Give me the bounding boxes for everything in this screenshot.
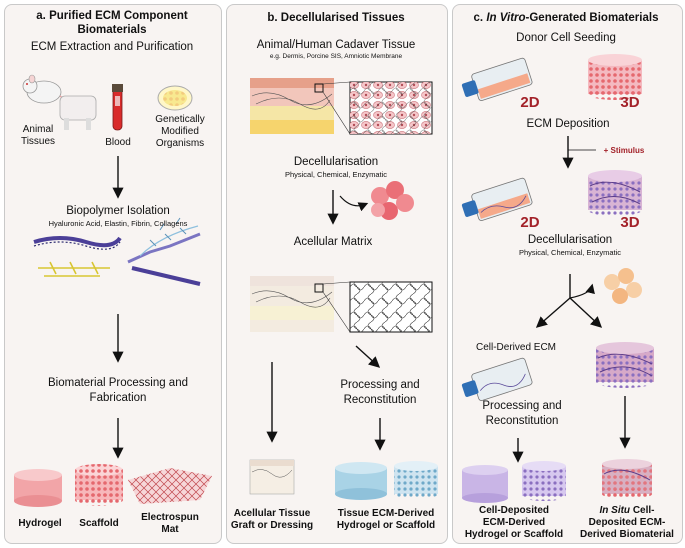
label-2d-seeding: 2D: [520, 94, 540, 111]
cell-cluster-b: [371, 181, 414, 220]
tissue-zoom-cells: [349, 81, 433, 135]
ecm-deposition: ECM Deposition: [526, 118, 610, 130]
tissues-label: Tissues: [20, 136, 56, 147]
hydrogel-label: Hydrogel: [18, 518, 62, 529]
scaffold-3d-seeding: [588, 54, 642, 100]
acellular-zoom-fibres: [349, 281, 433, 333]
cell-cluster-c: [604, 268, 642, 304]
flask-2d-deposition: [461, 177, 533, 221]
decell-label-b: Decellularisation: [293, 156, 379, 168]
gmo-label-2: Modified: [161, 126, 199, 137]
cell-ecm-label-1: Cell-Deposited: [478, 505, 550, 516]
electrospun-label-1: Electrospun: [141, 512, 199, 523]
in-situ-biomaterial-disc: [602, 459, 652, 499]
electrospun-mat: [128, 468, 212, 504]
cell-ecm-hydrogel-disc: [462, 465, 508, 503]
petri-dish-icon: [157, 85, 193, 111]
label-3d-seeding: 3D: [620, 94, 640, 111]
flask-2d-seeding: [461, 57, 533, 101]
scaffold-disc-a: [75, 464, 123, 506]
scaffold-label: Scaffold: [79, 518, 119, 529]
processing-line2: Fabrication: [89, 392, 147, 404]
skin-tissue-block: [250, 78, 351, 135]
gmo-label-3: Organisms: [155, 138, 205, 149]
blood-label: Blood: [105, 137, 131, 148]
cadaver-tissue: Animal/Human Cadaver Tissue: [256, 39, 416, 51]
cell-ecm-label-2: ECM-Derived: [482, 517, 546, 528]
decell-label-c: Decellularisation: [527, 234, 613, 246]
scaffold-3d-deposition: [588, 170, 642, 216]
electrospun-label-2: Mat: [161, 524, 179, 535]
stimulus-label: + Stimulus: [603, 146, 645, 155]
tissue-hydrogel-disc: [335, 462, 387, 500]
processing-c-line2: Reconstitution: [485, 415, 559, 427]
pig-icon: [59, 95, 97, 130]
blood-tube-icon: [112, 84, 123, 131]
decell-methods-b: Physical, Chemical, Enzymatic: [284, 170, 388, 179]
processing-c-line1: Processing and: [482, 400, 562, 412]
in-situ-label-2: Deposited ECM-: [588, 517, 666, 528]
biopolymer-fibres: [33, 217, 201, 286]
in-situ-label-1: In Situ Cell-: [599, 505, 655, 516]
hydrogel-disc-a: [14, 469, 62, 507]
label-2d-deposition: 2D: [520, 214, 540, 231]
biopolymer-list: Hyaluronic Acid, Elastin, Fibrin, Collag…: [48, 219, 188, 228]
processing-b-line2: Reconstitution: [343, 394, 417, 406]
panel-b-title: b. Decellularised Tissues: [267, 12, 405, 24]
graft-label-1: Acellular Tissue: [233, 508, 311, 519]
acellular-tissue-block: [250, 276, 351, 333]
in-situ-label-3: Derived Biomaterial: [580, 529, 674, 540]
tissue-hydrogel-label-1: Tissue ECM-Derived: [337, 508, 435, 519]
tissue-scaffold-disc: [394, 461, 438, 499]
flask-cell-derived-ecm: [461, 357, 533, 401]
acellular-matrix: Acellular Matrix: [293, 236, 373, 248]
panel-c-title: c. In Vitro-Generated Biomaterials: [473, 12, 659, 24]
processing-b-line1: Processing and: [340, 379, 420, 391]
processing-line1: Biomaterial Processing and: [48, 377, 188, 389]
graft-label-2: Graft or Dressing: [230, 520, 314, 531]
cell-derived-ecm: Cell-Derived ECM: [475, 342, 557, 353]
decell-methods-c: Physical, Chemical, Enzymatic: [518, 248, 622, 257]
cadaver-tissue-examples: e.g. Dermis, Porcine SIS, Amniotic Membr…: [269, 53, 403, 60]
donor-cell-seeding: Donor Cell Seeding: [516, 32, 616, 44]
in-situ-scaffold-top: [596, 342, 654, 388]
animal-label: Animal: [22, 124, 54, 135]
panel-a-title-line2: Biomaterials: [77, 24, 147, 36]
acellular-graft: [249, 459, 295, 495]
panel-a-title-line1: a. Purified ECM Component: [36, 10, 188, 22]
biopolymer-isolation: Biopolymer Isolation: [66, 205, 170, 217]
cell-ecm-label-3: Hydrogel or Scaffold: [464, 529, 564, 540]
cell-ecm-scaffold-disc: [522, 461, 566, 501]
gmo-label-1: Genetically: [155, 114, 205, 125]
tissue-hydrogel-label-2: Hydrogel or Scaffold: [336, 520, 436, 531]
panel-a-extraction: ECM Extraction and Purification: [30, 41, 194, 53]
label-3d-deposition: 3D: [620, 214, 640, 231]
